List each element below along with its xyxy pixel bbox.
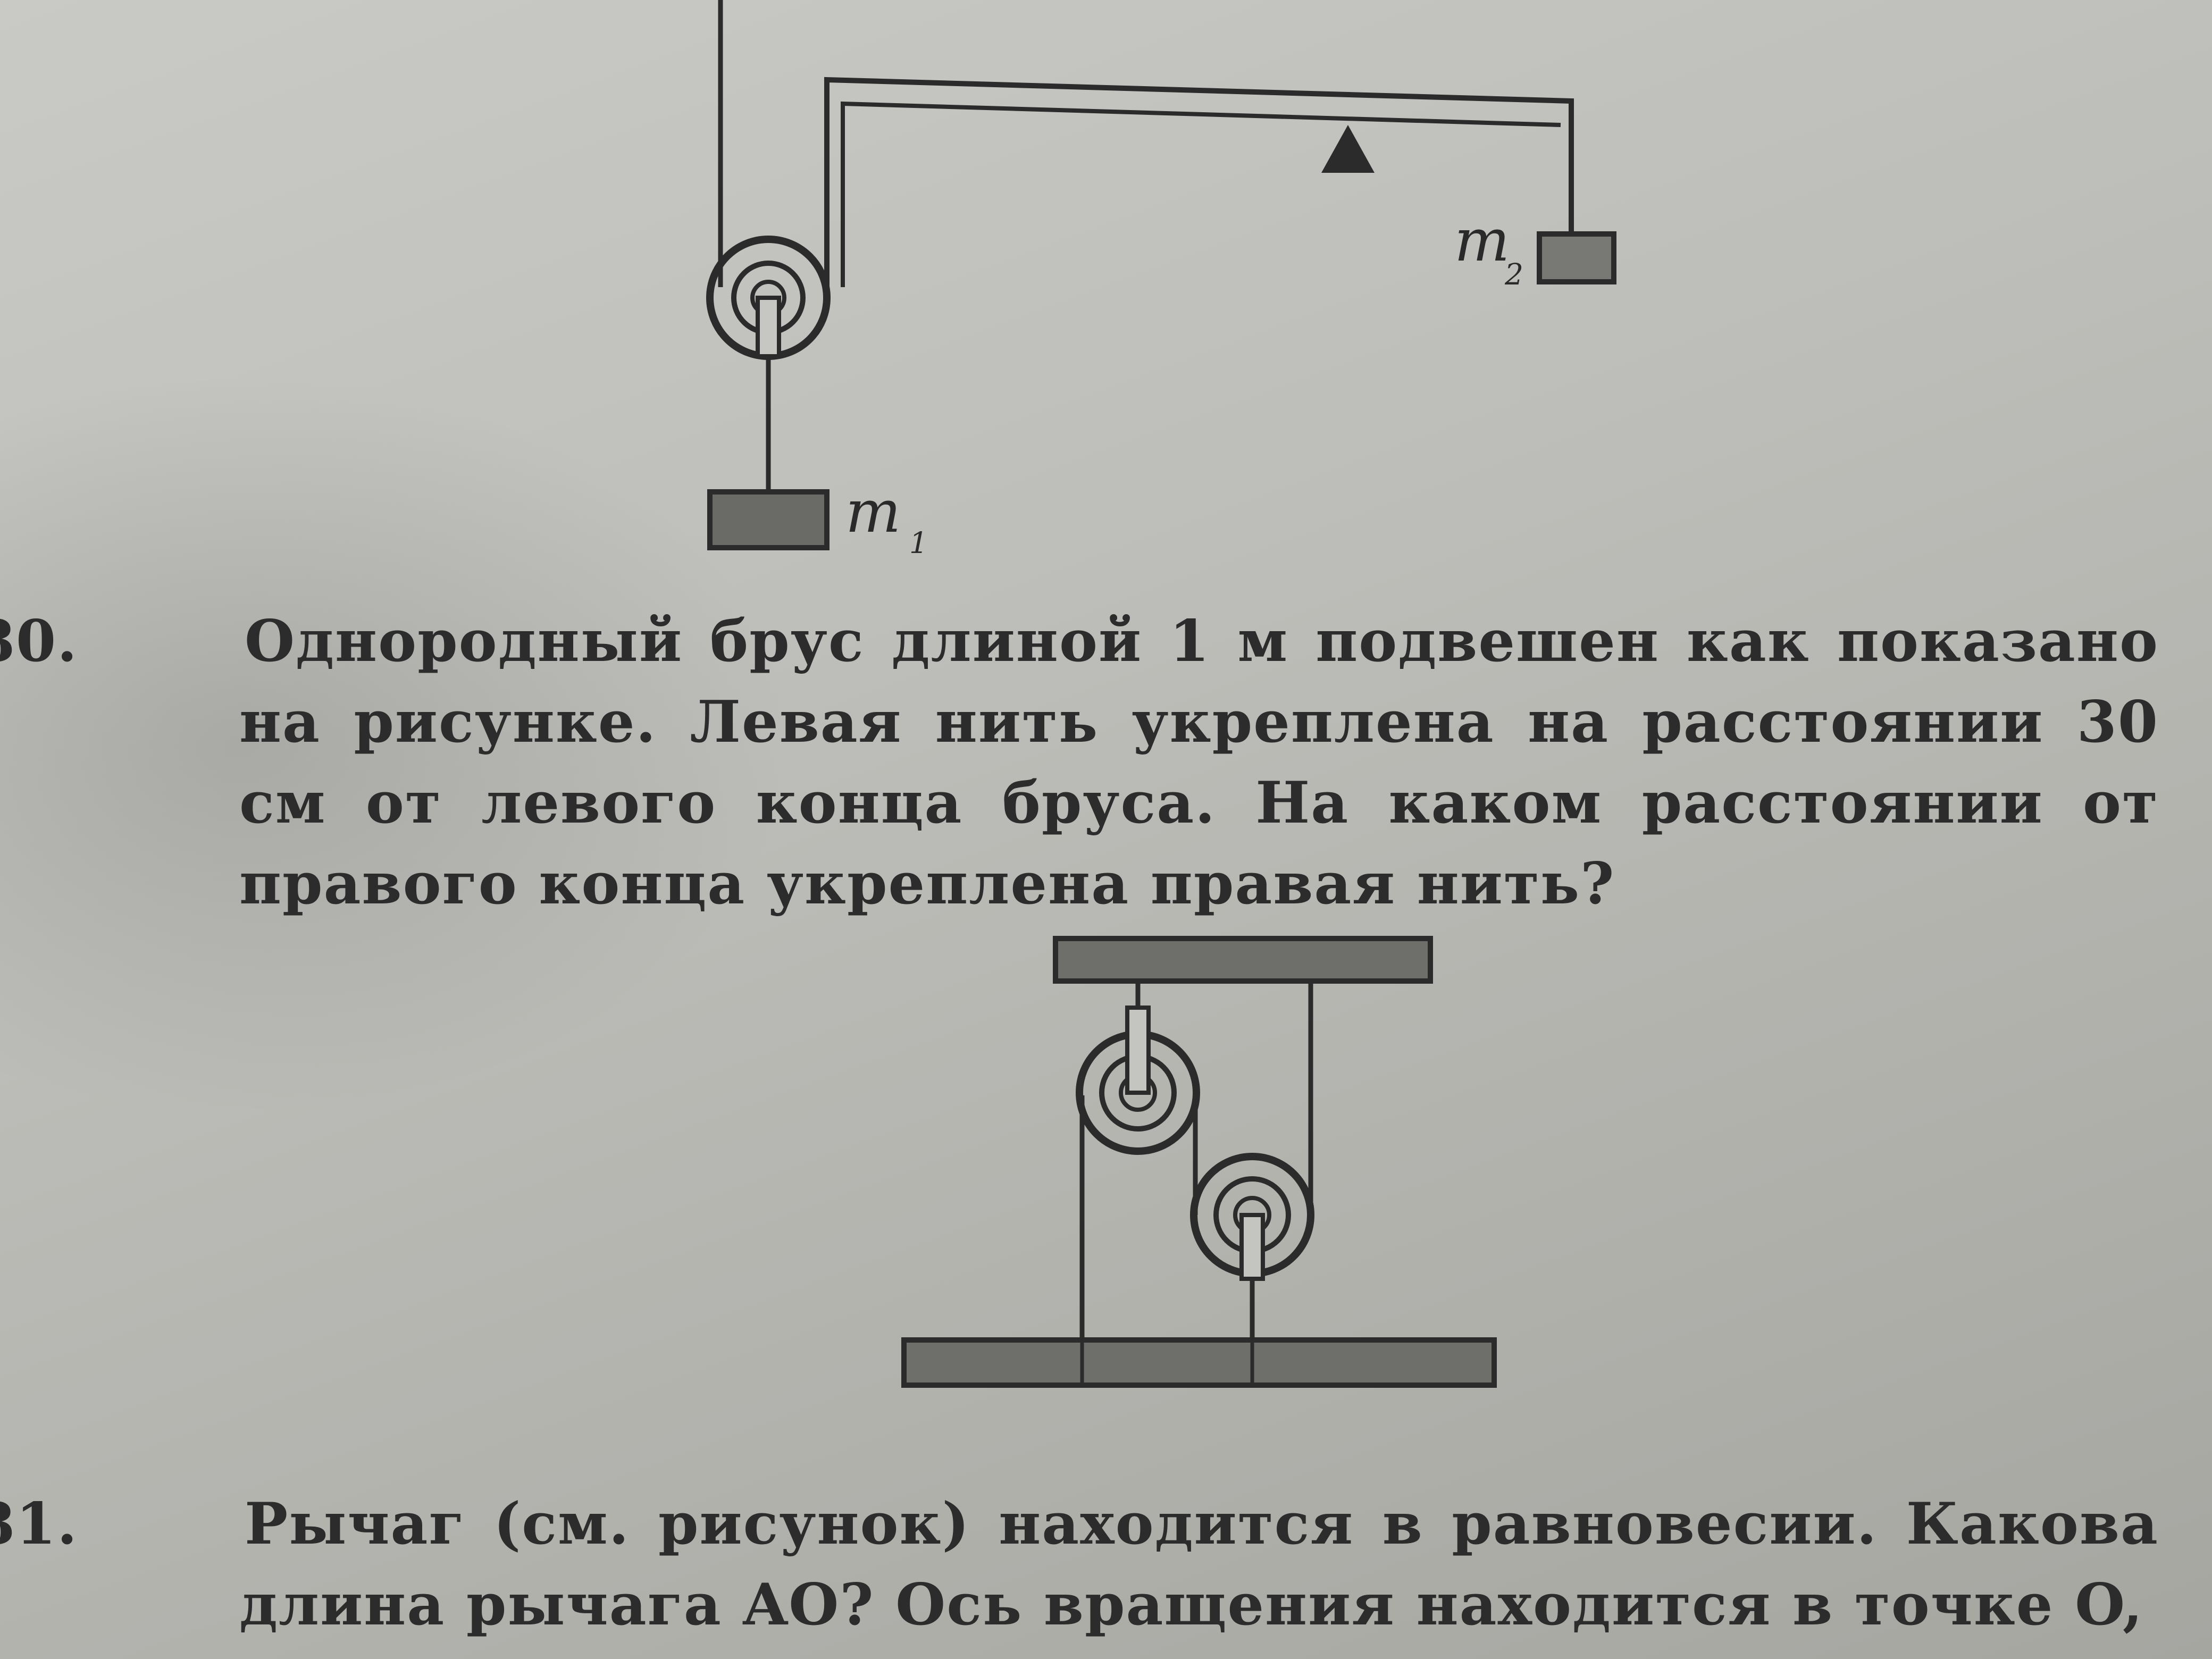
fulcrum-triangle [1321, 125, 1375, 173]
ceiling-bar [1053, 936, 1433, 984]
problem-number: О-81. [0, 1490, 78, 1557]
pulley-movable [1190, 1153, 1314, 1281]
problem-number: О-80. [0, 608, 78, 675]
figure-lever-pulley: m 1 m 2 [706, 0, 1616, 560]
label-m1-sub: 1 [909, 526, 928, 560]
lever-inner [841, 101, 1561, 287]
problem-text: Рычаг (см. рисунок) находится в равновес… [239, 1490, 2159, 1638]
page-shadow [0, 372, 798, 1117]
pulley-fixed [1076, 1006, 1200, 1155]
label-m2: m [1454, 206, 1510, 274]
problem-text: Однородный брус длиной 1 м подвешен как … [239, 608, 2159, 917]
hung-bar [901, 1337, 1497, 1388]
label-m2-sub: 2 [1504, 257, 1523, 291]
label-m1: m [845, 477, 901, 546]
problem-o80: О-80. Однородный брус длиной 1 м подвешен… [0, 601, 2159, 924]
mass-m2 [1537, 231, 1616, 284]
pulley-top [706, 236, 831, 360]
mass-m1 [707, 489, 830, 550]
lever-outer [824, 77, 1574, 287]
problem-o81: О-81. Рычаг (см. рисунок) находится в рав… [0, 1484, 2159, 1645]
